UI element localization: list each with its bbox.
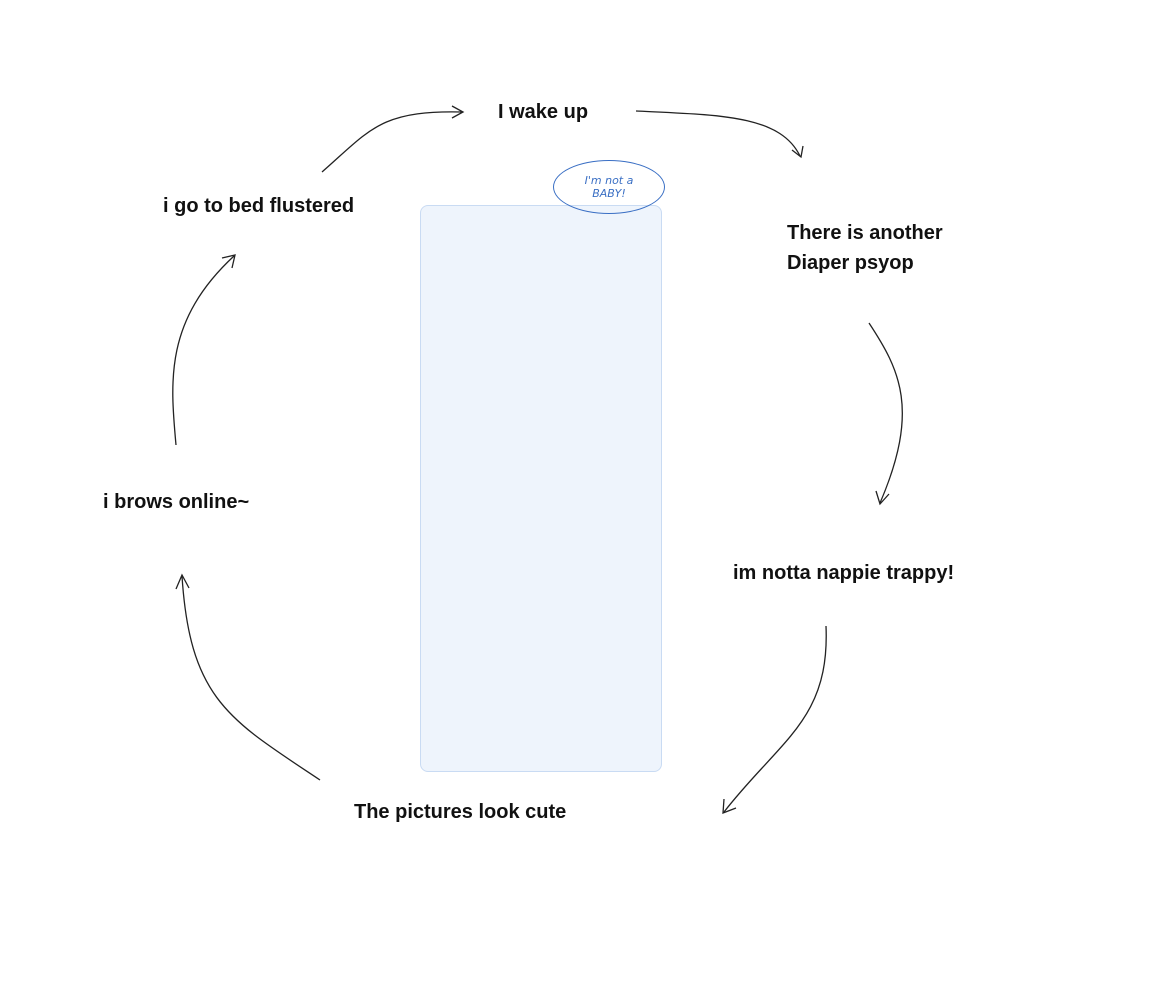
- step-pictures: The pictures look cute: [354, 801, 567, 823]
- arrow-pictures-to-browse: [181, 575, 321, 781]
- speech-line2: BABY!: [592, 187, 626, 200]
- character-illustration-placeholder: [420, 205, 662, 772]
- speech-bubble: I'm not a BABY!: [553, 160, 665, 214]
- step-nappie: im notta nappie trappy!: [733, 562, 955, 584]
- arrow-nappie-to-pictures: [723, 625, 827, 813]
- step-psyop-line1: There is another: [787, 222, 943, 244]
- arrow-browse-to-bed: [172, 255, 235, 446]
- arrow-psyop-to-nappie: [868, 322, 903, 504]
- arrow-bed-to-wake: [321, 111, 463, 173]
- speech-line1: I'm not a: [584, 174, 634, 187]
- step-browse: i brows online~: [103, 491, 250, 513]
- step-bed: i go to bed flustered: [163, 195, 355, 217]
- step-psyop-line2: Diaper psyop: [787, 252, 914, 274]
- arrow-wake-to-psyop: [635, 110, 801, 157]
- step-wake-up: I wake up: [498, 101, 589, 123]
